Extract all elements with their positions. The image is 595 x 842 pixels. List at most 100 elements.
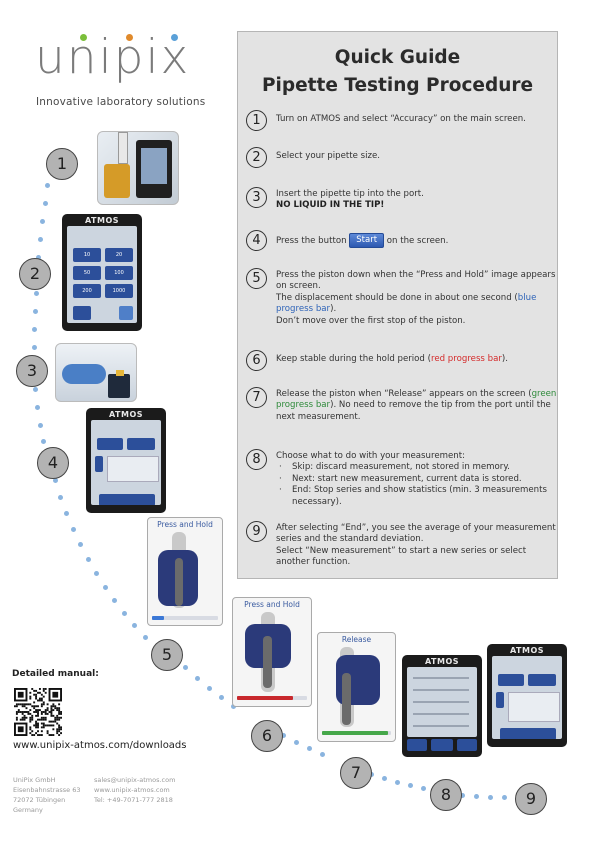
device-screen bbox=[492, 656, 562, 739]
device-screen bbox=[91, 420, 161, 505]
download-link[interactable]: www.unipix-atmos.com/downloads bbox=[13, 740, 187, 751]
path-dot bbox=[281, 733, 286, 738]
path-dot bbox=[207, 686, 212, 691]
company-contact: sales@unipix-atmos.com www.unipix-atmos.… bbox=[94, 775, 175, 805]
red-progress-bar bbox=[237, 696, 293, 700]
path-dot bbox=[78, 542, 83, 547]
step-text: Press the piston down when the “Press an… bbox=[276, 270, 559, 327]
path-dot bbox=[122, 611, 127, 616]
atmos-statistics-screen: ATMOS bbox=[487, 644, 567, 747]
skip-button bbox=[407, 739, 427, 751]
path-dot bbox=[143, 635, 148, 640]
contact-email[interactable]: sales@unipix-atmos.com bbox=[94, 776, 176, 784]
step-text: Choose what to do with your measurement:… bbox=[276, 451, 559, 508]
red-progress-label: red progress bar bbox=[430, 354, 502, 364]
path-dot bbox=[502, 795, 507, 800]
atmos-measurement-screen: ATMOS bbox=[402, 655, 482, 757]
back-button bbox=[73, 306, 91, 320]
step-number: 6 bbox=[246, 350, 267, 371]
path-dot bbox=[41, 439, 46, 444]
atmos-start-screen: ATMOS bbox=[86, 408, 166, 513]
step-number: 4 bbox=[246, 230, 267, 251]
path-number-1: 1 bbox=[46, 148, 78, 180]
atmos-label: ATMOS bbox=[108, 410, 144, 419]
path-dot bbox=[35, 405, 40, 410]
step-text: Release the piston when “Release” appear… bbox=[276, 389, 557, 422]
path-dot bbox=[38, 237, 43, 242]
next-button bbox=[431, 739, 453, 751]
path-dot bbox=[112, 598, 117, 603]
path-dot bbox=[103, 585, 108, 590]
press-and-hold-card: Press and Hold bbox=[147, 517, 223, 626]
device-with-pipette-photo bbox=[97, 131, 179, 205]
path-dot bbox=[32, 327, 37, 332]
path-dot bbox=[71, 527, 76, 532]
contact-phone: Tel: +49-7071-777 2818 bbox=[94, 796, 173, 804]
step-text: Keep stable during the hold period (red … bbox=[276, 354, 508, 364]
guide-title-line2: Pipette Testing Procedure bbox=[261, 75, 534, 96]
new-measurement-button bbox=[500, 728, 556, 739]
detailed-manual-label: Detailed manual: bbox=[12, 669, 99, 679]
contact-web[interactable]: www.unipix-atmos.com bbox=[94, 786, 170, 794]
path-dot bbox=[382, 776, 387, 781]
volume-button: 200 bbox=[73, 284, 101, 298]
volume-button: 100 bbox=[105, 266, 133, 280]
device-screen: 10 20 50 100 200 1000 bbox=[67, 226, 137, 323]
path-dot bbox=[219, 695, 224, 700]
path-dot bbox=[45, 183, 50, 188]
step-5-line3: Don’t move over the first stop of the pi… bbox=[276, 315, 466, 326]
quick-guide-panel: Quick Guide Pipette Testing Procedure 1 … bbox=[237, 31, 558, 579]
logo-dot-blue bbox=[171, 34, 178, 41]
path-dot bbox=[33, 387, 38, 392]
guide-title-line1: Quick Guide bbox=[334, 47, 461, 68]
step-number: 1 bbox=[246, 110, 267, 131]
step-number: 3 bbox=[246, 187, 267, 208]
path-dot bbox=[33, 309, 38, 314]
path-dot bbox=[320, 752, 325, 757]
step-text: Select your pipette size. bbox=[276, 151, 381, 161]
volume-button: 20 bbox=[105, 248, 133, 262]
step-5-line2: The displacement should be done in about… bbox=[276, 292, 537, 315]
green-progress-bar bbox=[322, 731, 388, 735]
release-card: Release bbox=[317, 632, 396, 742]
press-and-hold-label: Press and Hold bbox=[244, 600, 300, 609]
step-3-warning: NO LIQUID IN THE TIP! bbox=[276, 200, 385, 211]
path-dot bbox=[43, 201, 48, 206]
step-text: After selecting “End”, you see the avera… bbox=[276, 523, 556, 568]
option-end: End: Stop series and show statistics (mi… bbox=[276, 485, 559, 508]
unipix-logo: unipix Innovative laboratory solutions bbox=[35, 28, 215, 110]
path-number-5: 5 bbox=[151, 639, 183, 671]
screen-start-button bbox=[99, 494, 155, 505]
path-number-4: 4 bbox=[37, 447, 69, 479]
logo-wordmark: unipix bbox=[35, 30, 191, 85]
path-dot bbox=[34, 291, 39, 296]
path-dot bbox=[183, 665, 188, 670]
atmos-label: ATMOS bbox=[424, 657, 460, 666]
path-number-7: 7 bbox=[340, 757, 372, 789]
path-dot bbox=[408, 783, 413, 788]
volume-button: 50 bbox=[73, 266, 101, 280]
company-street: Eisenbahnstrasse 63 bbox=[13, 786, 81, 794]
volume-button: 10 bbox=[73, 248, 101, 262]
path-dot bbox=[474, 794, 479, 799]
path-number-8: 8 bbox=[430, 779, 462, 811]
logo-tagline: Innovative laboratory solutions bbox=[36, 96, 206, 108]
path-dot bbox=[58, 495, 63, 500]
tip-insert-photo bbox=[55, 343, 137, 402]
atmos-size-screen: ATMOS 10 20 50 100 200 1000 bbox=[62, 214, 142, 331]
path-dot bbox=[38, 423, 43, 428]
path-dot bbox=[294, 740, 299, 745]
volume-button: 1000 bbox=[105, 284, 133, 298]
path-dot bbox=[94, 571, 99, 576]
option-skip: Skip: discard measurement, not stored in… bbox=[276, 462, 559, 474]
green-progress-label: green progress bar bbox=[276, 389, 557, 411]
step-number: 5 bbox=[246, 268, 267, 289]
path-dot bbox=[488, 795, 493, 800]
path-dot bbox=[64, 511, 69, 516]
step-number: 9 bbox=[246, 521, 267, 542]
path-number-9: 9 bbox=[515, 783, 547, 815]
path-dot bbox=[53, 478, 58, 483]
path-dot bbox=[86, 557, 91, 562]
atmos-label: ATMOS bbox=[509, 646, 545, 655]
step-number: 7 bbox=[246, 387, 267, 408]
